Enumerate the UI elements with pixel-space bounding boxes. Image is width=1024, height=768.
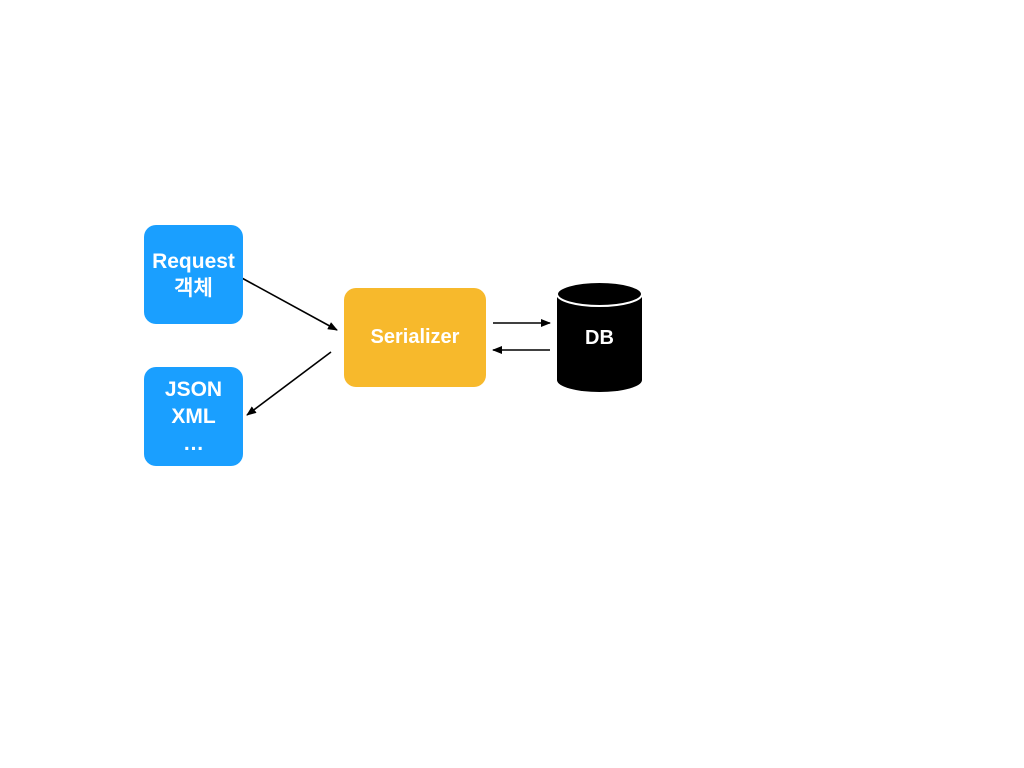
output-format-node: JSON XML … (144, 367, 243, 466)
db-node: DB (557, 300, 642, 376)
database-cylinder-icon (556, 281, 643, 392)
db-node-label: DB (585, 326, 614, 349)
serializer-node-label: Serializer (370, 326, 460, 348)
request-node-line2: 객체 (174, 276, 213, 300)
request-object-node: Request 객체 (144, 225, 243, 324)
output-node-line1: JSON (164, 378, 223, 401)
serializer-node: Serializer (344, 288, 486, 387)
arrow-request-to-serializer (239, 276, 338, 331)
output-node-line2: XML (171, 405, 216, 428)
arrow-serializer-to-output (246, 351, 332, 416)
output-node-line3: … (183, 432, 204, 455)
request-node-line1: Request (152, 249, 235, 273)
